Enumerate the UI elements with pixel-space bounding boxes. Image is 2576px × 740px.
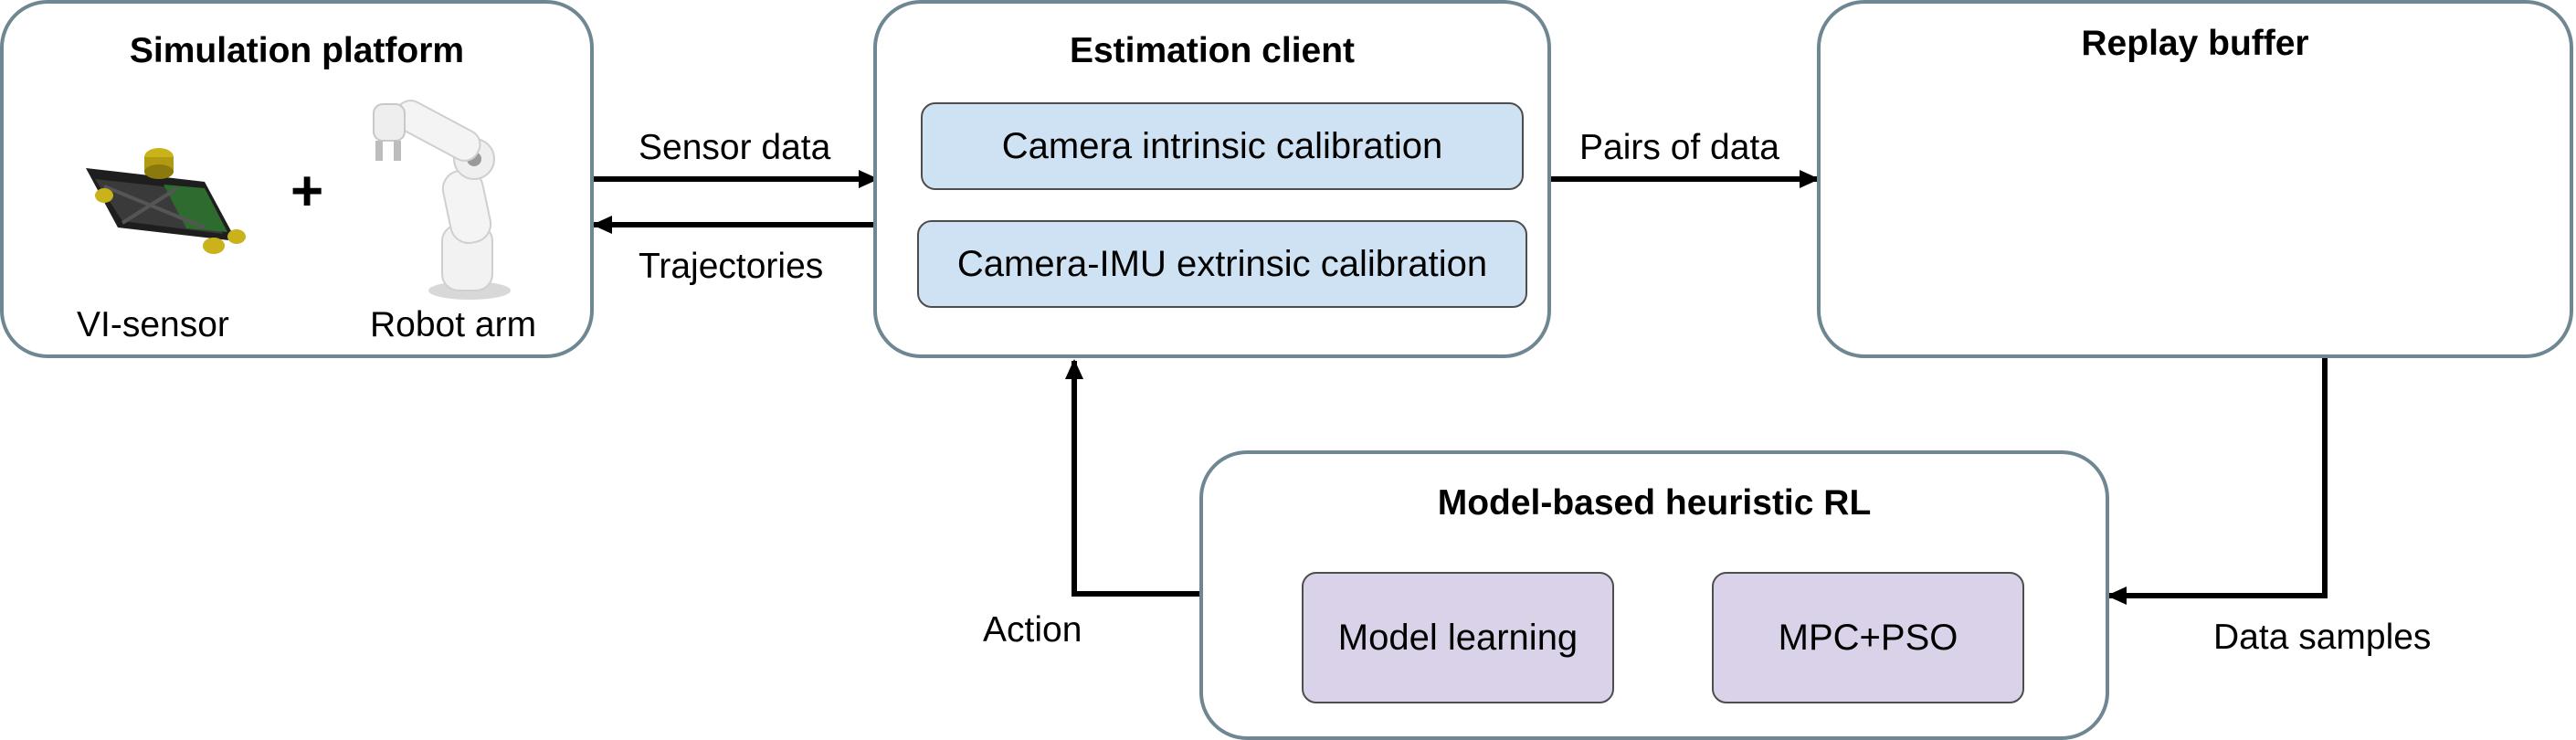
- simulation-platform-title: Simulation platform: [129, 31, 465, 70]
- action-arrow: [1065, 359, 1203, 597]
- rl-title: Model-based heuristic RL: [1437, 483, 1872, 523]
- sensor-data-label: Sensor data: [639, 128, 831, 167]
- simulation-platform-panel: Simulation platform + VI-sen: [0, 0, 594, 358]
- replay-buffer-panel: Replay buffer: [1817, 0, 2573, 358]
- model-learning-box: Model learning: [1302, 572, 1614, 703]
- extrinsic-calibration-box: Camera-IMU extrinsic calibration: [917, 220, 1527, 308]
- replay-buffer-title: Replay buffer: [2081, 24, 2309, 63]
- robot-arm-icon: [373, 100, 511, 300]
- data-samples-arrow: [2106, 354, 2328, 605]
- intrinsic-calibration-box: Camera intrinsic calibration: [921, 102, 1524, 190]
- pairs-of-data-label: Pairs of data: [1579, 128, 1779, 167]
- vi-sensor-icon: [86, 148, 246, 254]
- rl-panel: Model-based heuristic RL Model learning …: [1199, 450, 2109, 740]
- mpc-pso-box: MPC+PSO: [1712, 572, 2024, 703]
- data-samples-label: Data samples: [2213, 618, 2432, 657]
- estimation-client-panel: Estimation client Camera intrinsic calib…: [873, 0, 1551, 358]
- estimation-client-title: Estimation client: [1069, 31, 1356, 70]
- robot-arm-label: Robot arm: [370, 305, 537, 344]
- plus-sign: +: [290, 160, 324, 223]
- vi-sensor-label: VI-sensor: [77, 305, 229, 344]
- action-label: Action: [983, 610, 1082, 650]
- trajectories-label: Trajectories: [639, 247, 824, 286]
